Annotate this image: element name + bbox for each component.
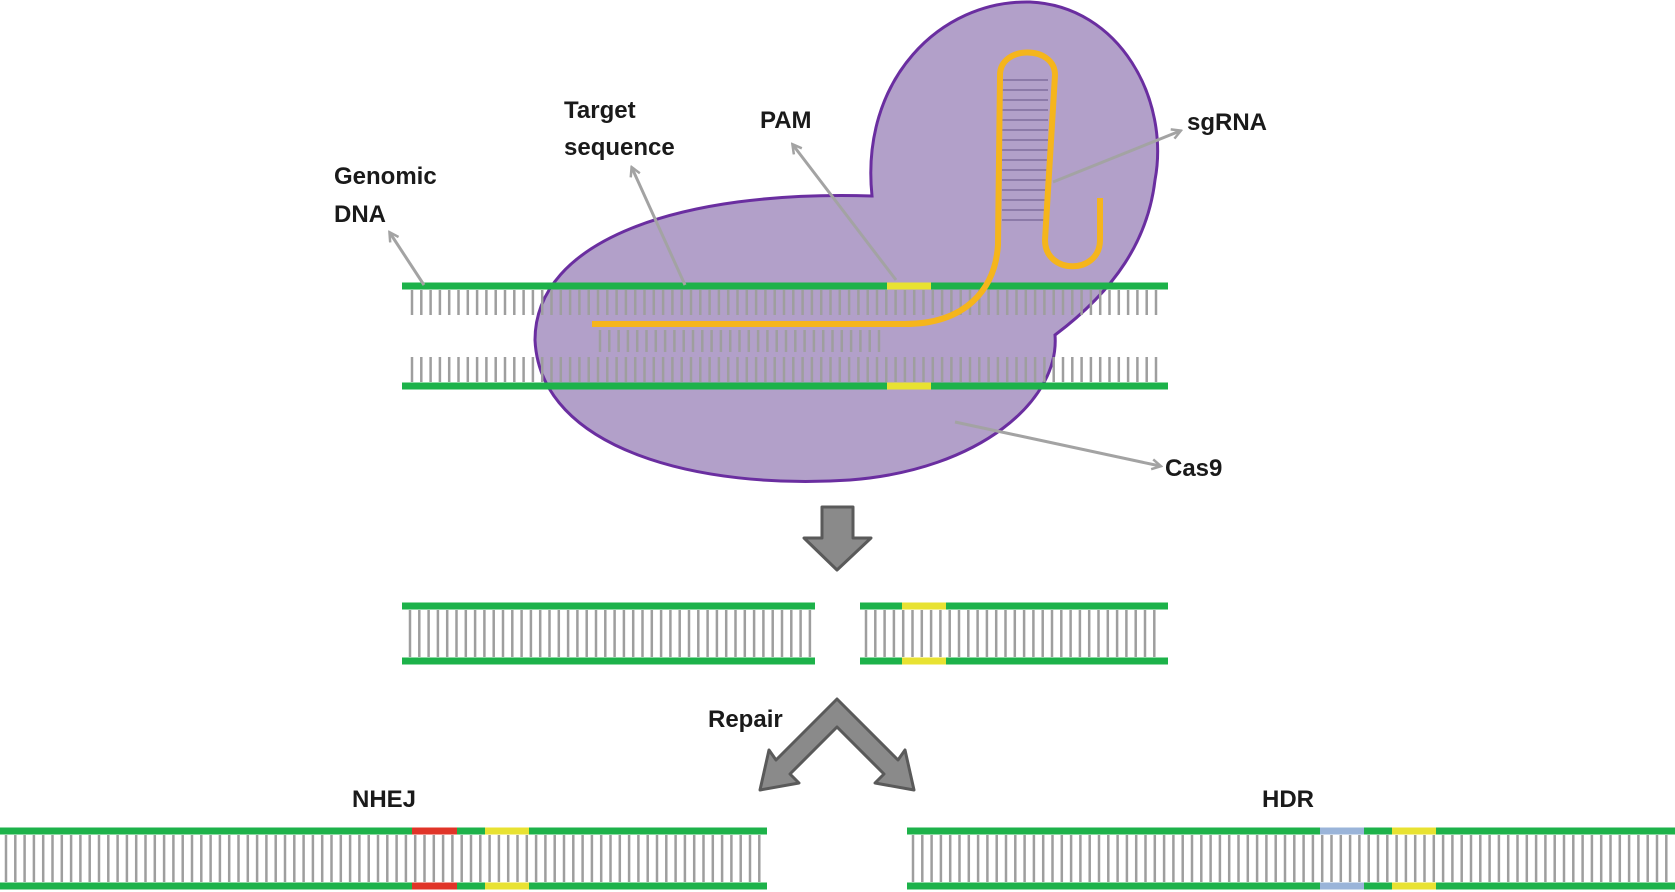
- genomic-dna-duplex: [402, 282, 1168, 390]
- label-repair: Repair: [708, 706, 783, 733]
- pam-segment-lower: [1392, 882, 1436, 890]
- label-sgrna: sgRNA: [1187, 109, 1267, 136]
- pam-segment-lower: [887, 382, 931, 390]
- pointer-genomic-dna: [390, 233, 426, 286]
- cas9-protein: [533, 0, 1160, 483]
- cleaved-dna-right: [860, 602, 1168, 665]
- base-pairs-rna-dna: [598, 330, 881, 352]
- down-arrow-icon: [802, 505, 873, 572]
- cleaved-dna-left: [402, 602, 815, 665]
- sgrna: [592, 49, 1103, 327]
- sgrna-strand: [592, 49, 1103, 327]
- pointer-cas9: [954, 420, 1160, 466]
- pam-segment-lower: [902, 657, 946, 665]
- pam-segment-upper: [485, 827, 529, 835]
- base-pairs: [408, 610, 812, 657]
- indel-segment-lower: [412, 882, 457, 890]
- pam-segment-upper: [902, 602, 946, 610]
- split-arrow-icon: [758, 697, 916, 792]
- base-pairs: [4, 835, 761, 882]
- pam-segment-upper: [1392, 827, 1436, 835]
- label-target-sequence: Target sequence: [564, 97, 675, 161]
- donor-insert-lower: [1320, 882, 1364, 890]
- donor-insert-upper: [1320, 827, 1364, 835]
- pam-segment-upper: [887, 282, 931, 290]
- pointer-target-sequence: [632, 168, 687, 286]
- nhej-repaired-dna: [0, 827, 767, 890]
- base-pairs-upper: [410, 290, 1158, 315]
- label-cas9: Cas9: [1165, 455, 1222, 482]
- pointer-sgrna: [1052, 131, 1180, 184]
- base-pairs-lower: [410, 357, 1158, 382]
- label-hdr: HDR: [1262, 786, 1314, 813]
- hdr-repaired-dna: [907, 827, 1675, 890]
- base-pairs: [911, 835, 1668, 882]
- pointer-pam: [793, 145, 898, 281]
- pam-segment-lower: [485, 882, 529, 890]
- label-nhej: NHEJ: [352, 786, 416, 813]
- base-pairs: [864, 610, 1156, 657]
- label-genomic-dna: Genomic DNA: [334, 163, 443, 228]
- sgrna-hairpin-pairs: [1002, 79, 1048, 221]
- label-pam: PAM: [760, 107, 812, 134]
- indel-segment-upper: [412, 827, 457, 835]
